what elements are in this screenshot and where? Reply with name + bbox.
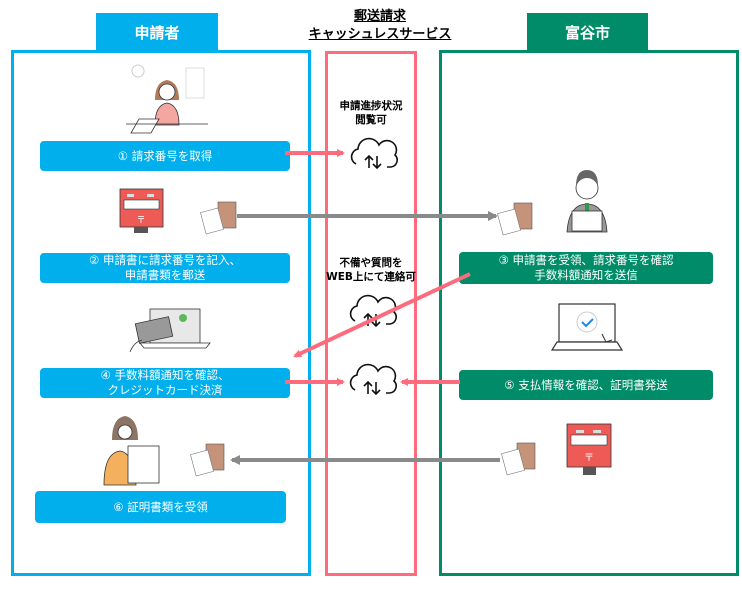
step-1-text: ① 請求番号を取得	[117, 148, 213, 163]
city-tab-label: 富谷市	[564, 23, 610, 42]
service-title-line1: 郵送請求	[353, 9, 406, 24]
step-5-text: ⑤ 支払情報を確認、証明書発送	[504, 377, 668, 392]
step-6-box: ⑥ 証明書類を受領	[35, 491, 286, 523]
step-2-line2: 申請書類を郵送	[124, 268, 206, 282]
contact-note: 不備や質問を WEB上にて連絡可	[320, 256, 422, 284]
step-6-text: ⑥ 証明書類を受領	[113, 499, 208, 514]
step-4-line2: クレジットカード決済	[107, 383, 223, 397]
progress-note: 申請進捗状況 閲覧可	[325, 99, 417, 127]
step-3-box: ③ 申請書を受領、請求番号を確認 手数料額通知を送信	[459, 252, 713, 284]
service-title: 郵送請求 キャッシュレスサービス	[290, 8, 470, 44]
service-title-line2: キャッシュレスサービス	[308, 27, 452, 42]
step-2-box: ② 申請書に請求番号を記入、 申請書類を郵送	[40, 253, 290, 283]
contact-note-line1: 不備や質問を	[339, 257, 403, 269]
step-3-line1: ③ 申請書を受領、請求番号を確認	[498, 253, 674, 267]
step-3-line2: 手数料額通知を送信	[534, 268, 638, 282]
city-column	[439, 50, 739, 576]
applicant-tab-label: 申請者	[134, 23, 180, 42]
progress-note-line1: 申請進捗状況	[339, 100, 403, 112]
step-2-line1: ② 申請書に請求番号を記入、	[89, 253, 241, 267]
step-1-box: ① 請求番号を取得	[40, 141, 290, 171]
service-column	[325, 51, 417, 576]
contact-note-line2: WEB上にて連絡可	[326, 271, 416, 283]
applicant-tab: 申請者	[96, 13, 218, 51]
progress-note-line2: 閲覧可	[355, 114, 387, 126]
city-tab: 富谷市	[527, 13, 648, 51]
step-5-box: ⑤ 支払情報を確認、証明書発送	[459, 370, 713, 400]
step-4-line1: ④ 手数料額通知を確認、	[100, 368, 230, 382]
step-4-box: ④ 手数料額通知を確認、 クレジットカード決済	[40, 368, 290, 398]
